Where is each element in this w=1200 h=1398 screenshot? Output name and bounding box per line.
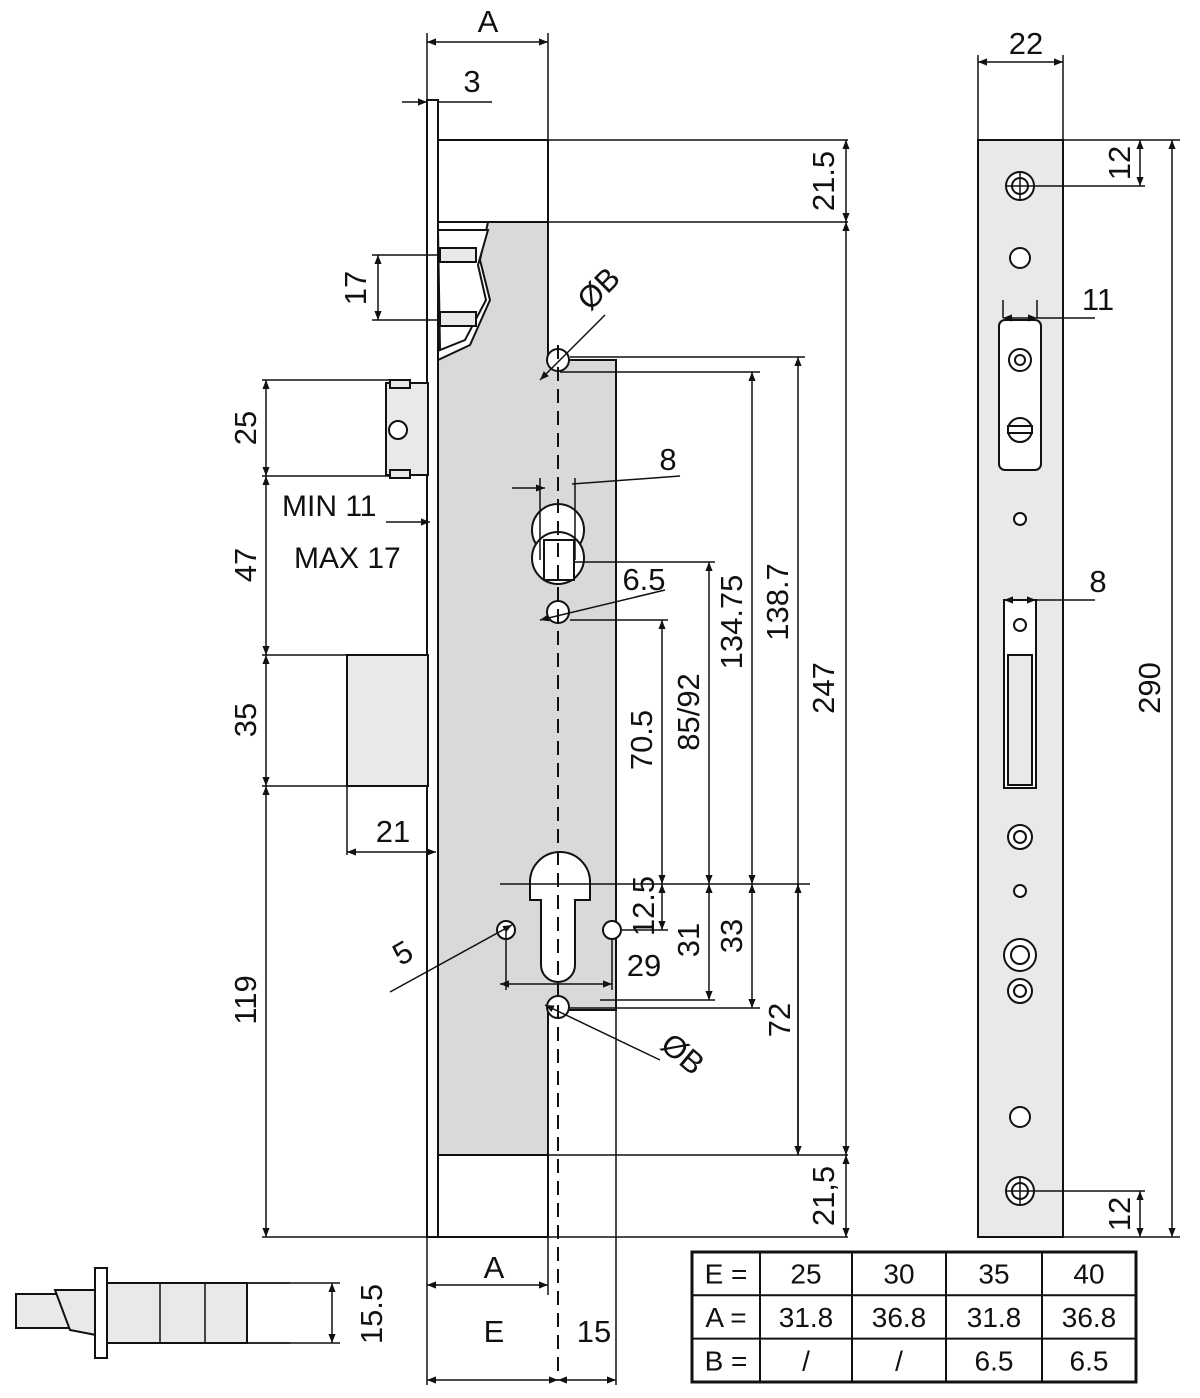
dim-latch-height: 25 xyxy=(228,411,263,445)
dim-diameter-b-top: ØB xyxy=(570,260,626,316)
table-cell: 35 xyxy=(978,1259,1009,1290)
dim-diameter-b-bottom: ØB xyxy=(654,1026,711,1082)
dim-deadbolt-throw: 21 xyxy=(376,814,410,849)
dim-top-margin: 21.5 xyxy=(806,151,841,211)
dim-plate-follower: 8 xyxy=(1089,564,1106,599)
lock-body xyxy=(426,99,848,1238)
dim-31: 31 xyxy=(671,923,706,957)
dim-70-5: 70.5 xyxy=(624,710,659,770)
dimension-lines xyxy=(262,33,850,1385)
dim-slot-width: 11 xyxy=(1082,282,1114,317)
dim-247: 247 xyxy=(806,662,841,714)
dim-12-5: 12.5 xyxy=(626,876,661,936)
label-min-throw: MIN 11 xyxy=(282,490,376,523)
dim-bottom-screw: 12 xyxy=(1102,1197,1137,1231)
dim-a-bottom: A xyxy=(484,1250,505,1285)
dim-85-92: 85/92 xyxy=(671,673,706,751)
deadbolt xyxy=(346,654,429,787)
table-cell: 40 xyxy=(1073,1259,1104,1290)
label-max-throw: MAX 17 xyxy=(294,542,401,575)
table-cell: / xyxy=(895,1345,903,1376)
table-cell: 6.5 xyxy=(1070,1345,1109,1376)
table-cell: 31.8 xyxy=(967,1302,1022,1333)
dim-5: 5 xyxy=(387,933,419,972)
table-cell: 36.8 xyxy=(1062,1302,1117,1333)
faceplate-front-view xyxy=(977,55,1180,1238)
dim-bolt-height: 15.5 xyxy=(354,1284,389,1344)
dim-15: 15 xyxy=(577,1314,611,1349)
dim-134-75: 134.75 xyxy=(714,575,749,670)
dimension-table: E = 25 30 35 40 A = 31.8 36.8 31.8 36.8 B = / / 6.5 6.… xyxy=(690,1250,1138,1384)
dim-screw-hole: 6.5 xyxy=(622,562,665,597)
dim-latch-slot: 17 xyxy=(338,271,373,305)
dim-33: 33 xyxy=(714,919,749,953)
bolt-side-view xyxy=(15,1267,340,1359)
case-body xyxy=(437,221,617,1156)
table-row-header: A = xyxy=(705,1302,746,1333)
table-cell: 30 xyxy=(883,1259,914,1290)
table-cell: 25 xyxy=(790,1259,821,1290)
table-cell: / xyxy=(802,1345,810,1376)
dim-follower: 8 xyxy=(659,442,676,477)
dim-a-top: A xyxy=(478,4,499,39)
dim-72: 72 xyxy=(762,1003,797,1037)
table-row-header: B = xyxy=(705,1345,748,1376)
dim-e-backset: E xyxy=(484,1314,505,1349)
dim-top-screw: 12 xyxy=(1102,146,1137,180)
dim-bottom-margin: 21,5 xyxy=(806,1166,841,1226)
dim-29: 29 xyxy=(627,948,661,983)
dim-35: 35 xyxy=(228,703,263,737)
table-row-header: E = xyxy=(705,1259,748,1290)
latch-bolt xyxy=(385,379,429,479)
dim-119: 119 xyxy=(228,975,263,1024)
dim-138-7: 138.7 xyxy=(760,563,795,641)
table-cell: 36.8 xyxy=(872,1302,927,1333)
table-cell: 31.8 xyxy=(779,1302,834,1333)
dim-47: 47 xyxy=(228,548,263,582)
table-cell: 6.5 xyxy=(975,1345,1014,1376)
dim-290: 290 xyxy=(1132,662,1167,714)
dim-faceplate-thickness: 3 xyxy=(463,64,480,99)
dim-plate-width: 22 xyxy=(1009,26,1043,61)
